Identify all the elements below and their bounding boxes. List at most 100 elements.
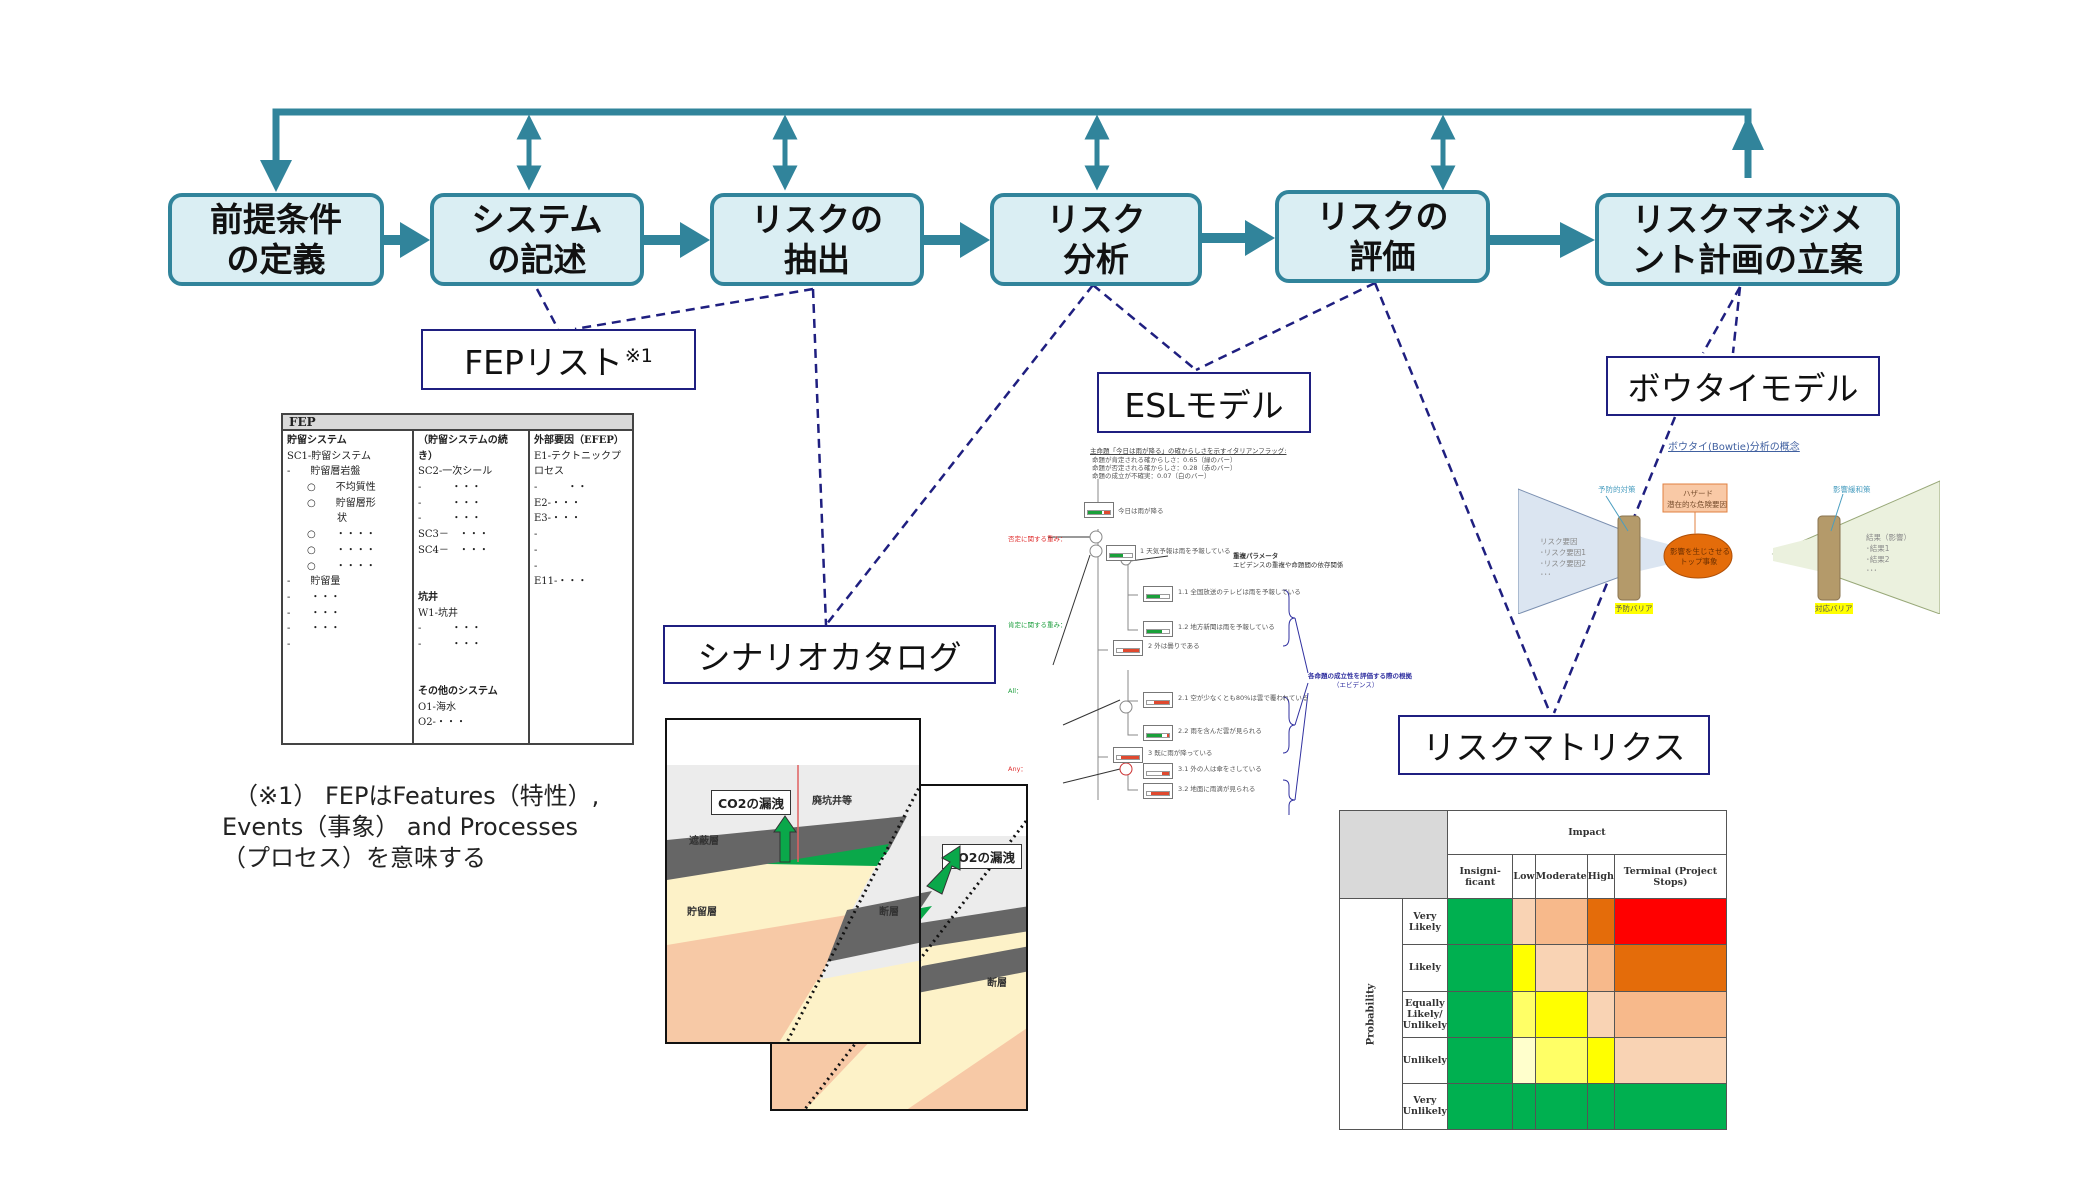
esl-node [1113, 640, 1143, 656]
feedback-loop-line [272, 108, 1752, 178]
matrix-probability-category: Likely [1401, 944, 1448, 992]
matrix-cell [1586, 1036, 1615, 1084]
fep-list-text: FEPリスト [464, 342, 623, 382]
bowtie-cause-3: ･リスク要因2 [1540, 559, 1587, 568]
link-evaluation-esl [1195, 281, 1376, 372]
esl-evidence-sub: （エビデンス） [1333, 681, 1379, 689]
esl-node [1143, 586, 1173, 602]
fep-row: - ・・・ [418, 638, 482, 650]
esl-node-label: 3.1 外の人は傘をさしている [1178, 765, 1262, 773]
fep-row: - ・・・ [287, 623, 341, 635]
scenario1-callout: CO2の漏洩 [711, 790, 791, 815]
esl-node-label: 2 外は曇りである [1148, 642, 1200, 650]
esl-node-label: 1 天気予報は雨を予報している [1140, 547, 1231, 555]
fep-column-storage-cont: （貯留システムの続き）SC2-一次シール- ・・・- ・・・- ・・・SC3－ … [414, 431, 530, 743]
label-risk-matrix: リスクマトリクス [1398, 715, 1710, 775]
bowtie-top-event-2: トップ事象 [1680, 557, 1718, 566]
esl-node [1143, 692, 1173, 708]
fep-row: E2-・・・ [534, 497, 582, 509]
matrix-row: Very Unlikely [1340, 1082, 1728, 1131]
matrix-cell [1586, 1082, 1615, 1131]
scenario1-well-label: 廃坑井等 [812, 796, 852, 807]
bowtie-top-event-1: 影響を生じさせる [1670, 547, 1730, 556]
esl-header-item-3: 命題の成立が不確実：0.07（白のバー） [1092, 472, 1211, 480]
bowtie-response-barrier: 対応バリア [1815, 603, 1853, 614]
link-analysis-esl [1092, 284, 1197, 371]
matrix-cell [1512, 944, 1536, 992]
label-esl-model: ESLモデル [1097, 372, 1311, 433]
esl-node-label: 2.1 空が少なくとも80%は雲で覆われている [1178, 694, 1309, 702]
fep-row: ロセス [534, 466, 564, 478]
esl-node-root [1084, 502, 1114, 518]
esl-annotation-param: 重複パラメータ [1233, 552, 1279, 560]
fep-row [418, 574, 524, 590]
esl-node-label: 1.2 地方新聞は雨を予報している [1178, 623, 1275, 631]
fep-row: O2-・・・ [418, 717, 466, 729]
label-fep-list: FEPリスト※1 [421, 329, 696, 390]
matrix-cell [1586, 944, 1615, 992]
footnote-line-1: （※1） FEPはFeatures（特性）, [234, 782, 600, 810]
footnote-line-3: （プロセス）を意味する [222, 844, 486, 872]
fep-row: ○ 貯留層形 [287, 497, 376, 509]
link-extract-scenario [811, 288, 828, 626]
esl-annotation-negative: 否定に関する重み： [1008, 535, 1067, 543]
scenario-panel-well: CO2の漏洩 廃坑井等 遮蔽層 貯留層 断層 [665, 718, 921, 1044]
bowtie-hazard-1: ハザード [1683, 489, 1713, 498]
fep-table-title: FEP [283, 415, 632, 431]
esl-node [1143, 783, 1173, 799]
flow-arrow-3-shaft [923, 235, 963, 245]
matrix-impact-category: Terminal (Project Stops) [1613, 854, 1728, 900]
flow-arrow-5-shaft [1490, 235, 1562, 245]
link-management-bowtie-2 [1731, 286, 1742, 354]
flow-arrow-2-head [680, 222, 710, 258]
matrix-probability-category: Unlikely [1401, 1036, 1448, 1084]
matrix-probability-category: Equally Likely/ Unlikely [1401, 990, 1448, 1038]
fep-row: - ・・ [534, 482, 588, 494]
fep-row: - ・・・ [287, 607, 341, 619]
bowtie-hazard-2: 潜在的な危険要因 [1667, 500, 1727, 509]
fep-row: W1-坑井 [418, 607, 459, 619]
bowtie-model-text: ボウタイモデル [1627, 369, 1859, 408]
feedback-arrowhead-up [1732, 115, 1764, 150]
fep-row: - ・・・ [418, 482, 482, 494]
esl-model-text: ESLモデル [1124, 385, 1284, 425]
scenario2-fault-label: 断層 [987, 978, 1007, 989]
scenario2-callout: CO2の漏洩 [942, 844, 1022, 869]
matrix-cell [1446, 1036, 1514, 1084]
link-system-fep [535, 288, 560, 330]
step-premise: 前提条件 の定義 [168, 193, 384, 286]
bowtie-diagram: ボウタイ(Bowtie)分析の概念 予防的対策 影響緩和策 ハザード 潜在的な危… [1518, 436, 1940, 614]
esl-node [1113, 747, 1143, 763]
esl-diagram: 主命題「今日は雨が降る」の確からしさを示すイタリアンフラッグ: 命題が肯定される… [1008, 445, 1428, 815]
fep-row: SC3－ ・・・ [418, 529, 489, 541]
matrix-probability-label: Probability [1365, 983, 1377, 1045]
matrix-cell [1586, 898, 1615, 946]
esl-annotation-positive: 肯定に関する重み： [1008, 621, 1067, 629]
fep-row: 坑井 [418, 591, 438, 603]
fep-row: SC1-貯留システム [287, 450, 371, 462]
matrix-cell [1613, 1036, 1728, 1084]
fep-row: - [534, 560, 538, 572]
matrix-impact-category: High [1586, 854, 1615, 900]
matrix-cell [1534, 898, 1588, 946]
matrix-cell [1446, 898, 1514, 946]
matrix-cell [1586, 990, 1615, 1038]
esl-annotation-param-sub: エビデンスの重複や命題間の依存関係 [1233, 561, 1344, 569]
fep-row: - ・・・ [418, 497, 482, 509]
fep-row: き） [418, 450, 438, 462]
step-risk-analysis: リスク 分析 [990, 193, 1202, 286]
bowtie-cause-1: リスク要因 [1540, 537, 1578, 546]
matrix-cell [1446, 990, 1514, 1038]
fep-row: ○ ・・・・ [287, 544, 376, 556]
fep-row: その他のシステム [418, 686, 498, 697]
esl-node-label: 3.2 地面に雨滴が見られる [1178, 785, 1256, 793]
esl-annotation-any: Any： [1008, 765, 1027, 773]
matrix-cell [1534, 990, 1588, 1038]
matrix-probability-axis: Probability [1339, 898, 1403, 1130]
bowtie-consequence-1: 結果（影響） [1866, 533, 1911, 542]
esl-annotation-all: All： [1008, 687, 1023, 695]
